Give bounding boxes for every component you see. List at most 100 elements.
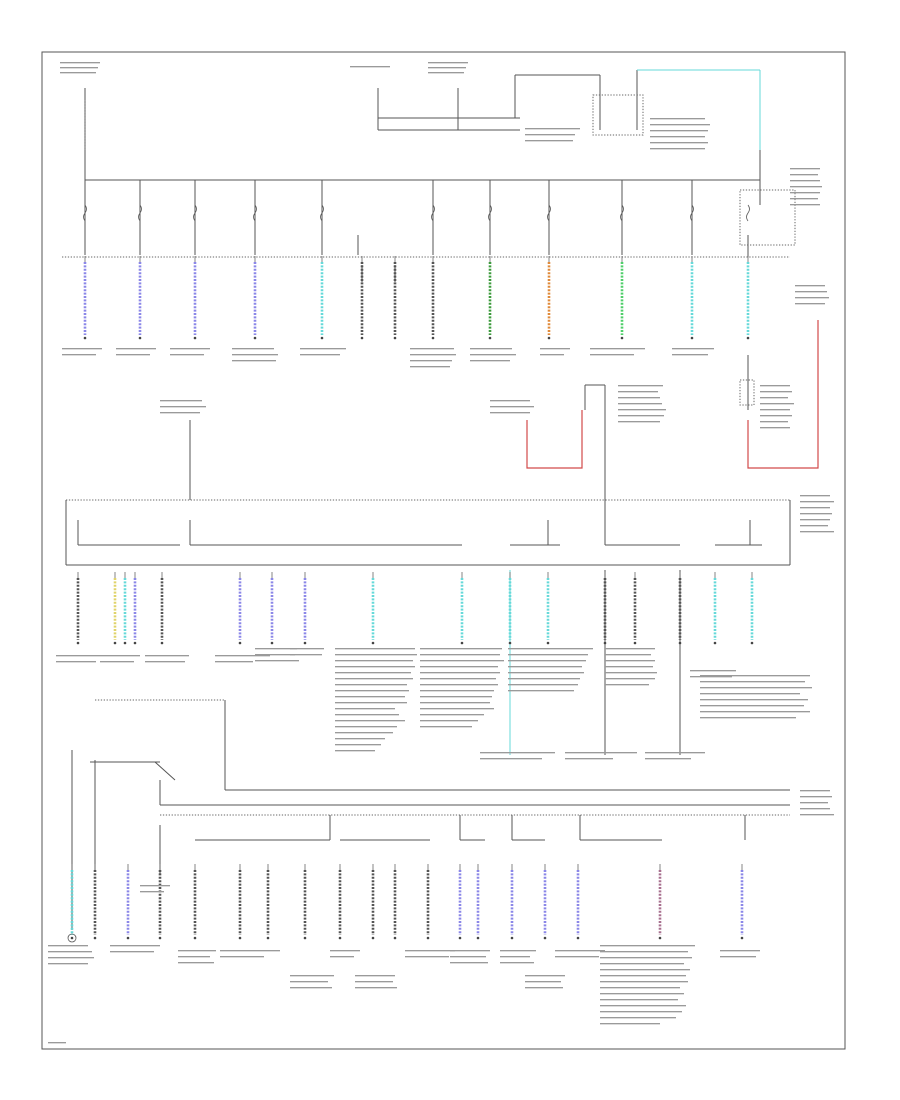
top-bus-terminal <box>620 336 624 340</box>
middle-bus-terminal <box>76 641 80 645</box>
illegible-label <box>790 174 818 176</box>
illegible-label <box>335 654 417 656</box>
illegible-label <box>790 168 820 170</box>
illegible-label <box>800 796 832 798</box>
illegible-label <box>48 1042 66 1044</box>
illegible-label <box>420 666 498 668</box>
fuse-symbol <box>320 204 324 222</box>
illegible-label <box>508 648 593 650</box>
illegible-label <box>450 950 490 952</box>
illegible-label <box>650 142 708 144</box>
illegible-label <box>116 348 156 350</box>
illegible-label <box>590 348 645 350</box>
illegible-label <box>565 758 613 760</box>
illegible-label <box>60 67 98 69</box>
illegible-label <box>790 204 820 206</box>
illegible-label <box>350 66 390 68</box>
illegible-label <box>335 672 411 674</box>
illegible-label <box>255 660 299 662</box>
bottom-bus-terminal <box>543 936 547 940</box>
illegible-label <box>790 186 822 188</box>
illegible-label <box>795 297 829 299</box>
illegible-label <box>508 690 574 692</box>
illegible-label <box>508 666 582 668</box>
illegible-label <box>672 354 708 356</box>
illegible-label <box>605 660 655 662</box>
illegible-label <box>232 348 274 350</box>
middle-bus-terminal <box>508 641 512 645</box>
fuse-symbol <box>547 204 551 222</box>
illegible-label <box>110 945 160 947</box>
illegible-label <box>700 717 796 719</box>
illegible-label <box>355 987 397 989</box>
illegible-label <box>62 354 96 356</box>
illegible-label <box>480 758 542 760</box>
illegible-label <box>255 654 295 656</box>
illegible-label <box>410 348 454 350</box>
illegible-label <box>565 752 637 754</box>
illegible-label <box>405 950 455 952</box>
illegible-label <box>618 385 663 387</box>
bottom-bus-terminal <box>93 936 97 940</box>
illegible-label <box>800 814 834 816</box>
illegible-label <box>800 495 830 497</box>
illegible-label <box>140 891 164 893</box>
illegible-label <box>800 790 830 792</box>
illegible-label <box>690 670 736 672</box>
illegible-label <box>470 354 516 356</box>
bottom-bus-terminal <box>658 936 662 940</box>
middle-section <box>65 420 791 791</box>
top-bus-terminal <box>746 336 750 340</box>
illegible-label <box>232 354 278 356</box>
middle-bus-terminal <box>460 641 464 645</box>
illegible-label <box>420 696 492 698</box>
illegible-label <box>335 726 397 728</box>
illegible-label <box>290 981 328 983</box>
illegible-label <box>48 951 92 953</box>
illegible-label <box>335 738 385 740</box>
illegible-label <box>800 519 830 521</box>
bottom-bus-terminal <box>338 936 342 940</box>
illegible-label <box>420 684 498 686</box>
illegible-label <box>525 134 575 136</box>
top-bus-terminal <box>138 336 142 340</box>
illegible-label <box>420 726 472 728</box>
top-bus-terminal <box>488 336 492 340</box>
illegible-label <box>650 118 705 120</box>
illegible-label <box>335 714 399 716</box>
illegible-label <box>600 1017 676 1019</box>
illegible-label <box>600 1011 682 1013</box>
bottom-bus-terminal <box>371 936 375 940</box>
top-bus-terminal <box>360 336 364 340</box>
illegible-label <box>672 348 714 350</box>
illegible-label <box>60 62 100 64</box>
bottom-bus-terminal <box>740 936 744 940</box>
illegible-label <box>420 720 478 722</box>
illegible-label <box>690 676 732 678</box>
illegible-label <box>300 354 340 356</box>
illegible-label <box>600 999 678 1001</box>
fuse-symbol <box>193 204 197 222</box>
illegible-label <box>645 752 705 754</box>
illegible-label <box>335 666 415 668</box>
illegible-label <box>48 957 94 959</box>
illegible-label <box>790 198 818 200</box>
illegible-label <box>290 987 332 989</box>
illegible-label <box>600 975 686 977</box>
illegible-label <box>600 951 688 953</box>
illegible-label <box>232 360 276 362</box>
drop-wires <box>70 256 754 940</box>
illegible-label <box>795 291 827 293</box>
bottom-bus-terminal <box>193 936 197 940</box>
top-bus-terminal <box>547 336 551 340</box>
illegible-label <box>700 687 812 689</box>
illegible-label <box>500 950 536 952</box>
illegible-label <box>410 354 456 356</box>
fuse-symbol <box>431 204 435 222</box>
illegible-label <box>790 192 820 194</box>
illegible-label <box>760 415 792 417</box>
illegible-label <box>790 180 820 182</box>
illegible-label <box>100 661 134 663</box>
illegible-label <box>618 421 660 423</box>
illegible-label <box>330 950 360 952</box>
